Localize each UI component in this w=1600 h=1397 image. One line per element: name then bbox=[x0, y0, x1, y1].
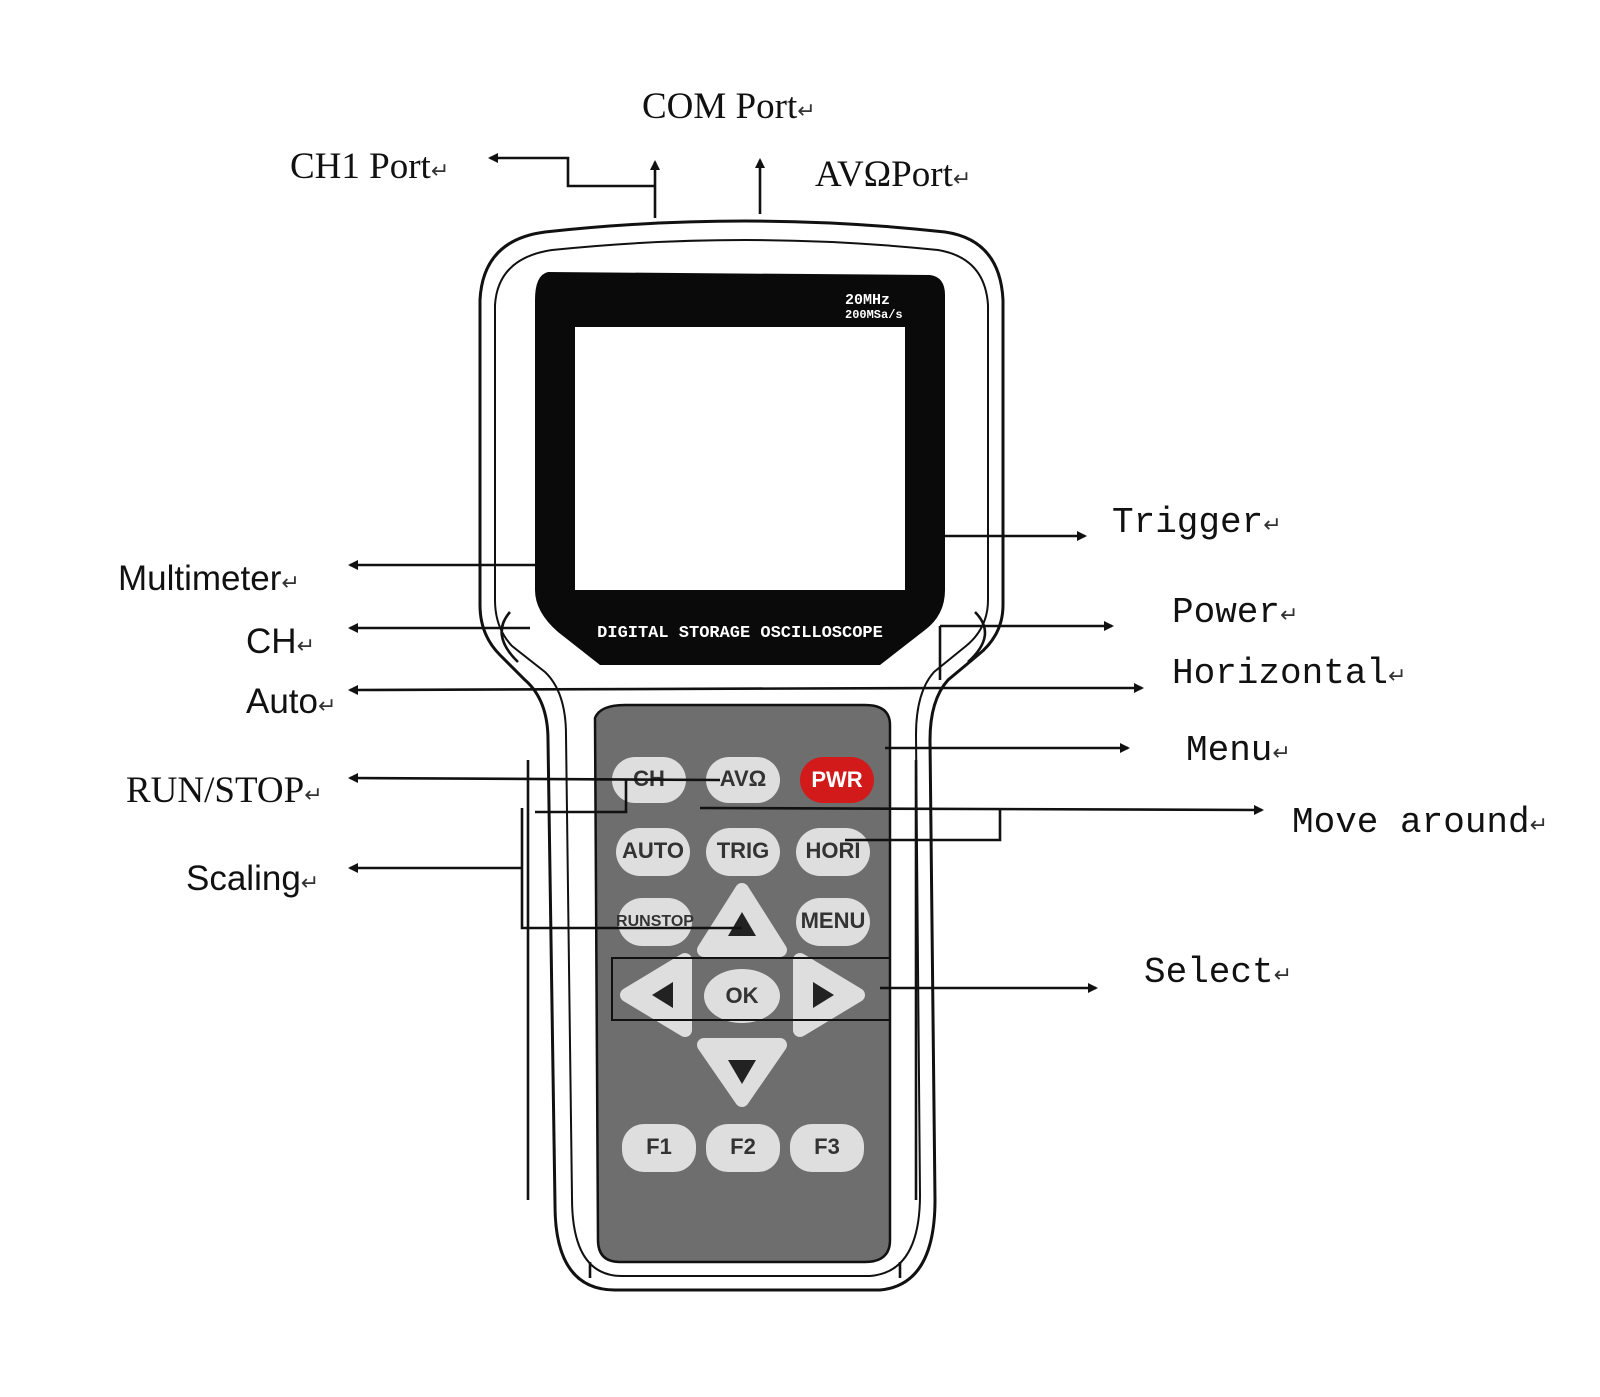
ok-key[interactable]: OK bbox=[704, 969, 780, 1023]
up-arrow-icon bbox=[728, 912, 756, 936]
svg-text:PWR: PWR bbox=[811, 767, 862, 792]
auto-arrow bbox=[348, 684, 946, 695]
run-stop-label: RUN/STOP↵ bbox=[126, 770, 323, 811]
runstop-key[interactable]: RUNSTOP bbox=[616, 898, 694, 946]
leader-lines bbox=[348, 153, 1264, 993]
svg-text:OK: OK bbox=[726, 983, 759, 1008]
ch1-port-arrow bbox=[488, 153, 655, 188]
svg-text:F3: F3 bbox=[814, 1134, 840, 1159]
avo-port-label: AVΩPort↵ bbox=[815, 154, 971, 195]
right-arrow-key[interactable] bbox=[793, 953, 865, 1037]
trigger-label: Trigger↵ bbox=[1112, 502, 1282, 543]
ch1-port-label: CH1 Port↵ bbox=[290, 146, 449, 187]
left-arrow-key[interactable] bbox=[620, 953, 692, 1037]
f2-key[interactable]: F2 bbox=[706, 1124, 780, 1172]
auto-key[interactable]: AUTO bbox=[616, 828, 690, 876]
com-port-label: COM Port↵ bbox=[642, 86, 816, 127]
run-stop-arrow bbox=[348, 773, 721, 784]
spec-sample-rate: 200MSa/s bbox=[845, 308, 903, 322]
scaling-bracket bbox=[520, 808, 742, 930]
run-stop-link bbox=[535, 780, 628, 814]
multimeter-label: Multimeter↵ bbox=[118, 559, 300, 598]
hori-key[interactable]: HORI bbox=[796, 828, 870, 876]
display-bezel: 20MHz 200MSa/s DIGITAL STORAGE OSCILLOSC… bbox=[535, 272, 945, 665]
auto-label: Auto↵ bbox=[246, 682, 336, 721]
select-label: Select↵ bbox=[1144, 952, 1292, 993]
menu-key[interactable]: MENU bbox=[796, 898, 870, 946]
svg-text:AVΩ: AVΩ bbox=[720, 766, 767, 791]
up-arrow-key[interactable] bbox=[697, 883, 787, 957]
svg-text:HORI: HORI bbox=[806, 838, 861, 863]
model-caption: DIGITAL STORAGE OSCILLOSCOPE bbox=[597, 624, 883, 643]
move-around-label: Move around↵ bbox=[1292, 802, 1548, 843]
pwr-key[interactable]: PWR bbox=[800, 757, 874, 803]
keypad: CH AVΩ PWR AUTO TRIG HORI RUNSTOP bbox=[593, 703, 892, 1264]
ch-label: CH↵ bbox=[246, 622, 315, 661]
svg-text:AUTO: AUTO bbox=[622, 838, 684, 863]
display-screen bbox=[575, 327, 905, 590]
move-around-arrow bbox=[699, 804, 1264, 815]
down-arrow-key[interactable] bbox=[697, 1038, 787, 1107]
move-around-bracket bbox=[845, 810, 1002, 842]
right-arrow-icon bbox=[813, 982, 834, 1008]
left-arrow-icon bbox=[652, 982, 673, 1008]
down-arrow-icon bbox=[728, 1060, 756, 1084]
horizontal-label: Horizontal↵ bbox=[1172, 653, 1406, 694]
spec-bandwidth: 20MHz bbox=[845, 292, 890, 309]
scaling-label: Scaling↵ bbox=[186, 859, 319, 898]
trig-key[interactable]: TRIG bbox=[706, 828, 780, 876]
callout-labels: COM Port↵ CH1 Port↵ AVΩPort↵ Trigger↵ Mu… bbox=[118, 86, 1548, 993]
svg-text:F1: F1 bbox=[646, 1134, 672, 1159]
svg-text:TRIG: TRIG bbox=[717, 838, 770, 863]
avo-key[interactable]: AVΩ bbox=[706, 757, 780, 803]
svg-text:MENU: MENU bbox=[801, 908, 866, 933]
power-label: Power↵ bbox=[1172, 592, 1298, 633]
f1-key[interactable]: F1 bbox=[622, 1124, 696, 1172]
svg-text:F2: F2 bbox=[730, 1134, 756, 1159]
f3-key[interactable]: F3 bbox=[790, 1124, 864, 1172]
menu-label: Menu↵ bbox=[1186, 730, 1291, 771]
svg-text:RUNSTOP: RUNSTOP bbox=[616, 913, 694, 930]
